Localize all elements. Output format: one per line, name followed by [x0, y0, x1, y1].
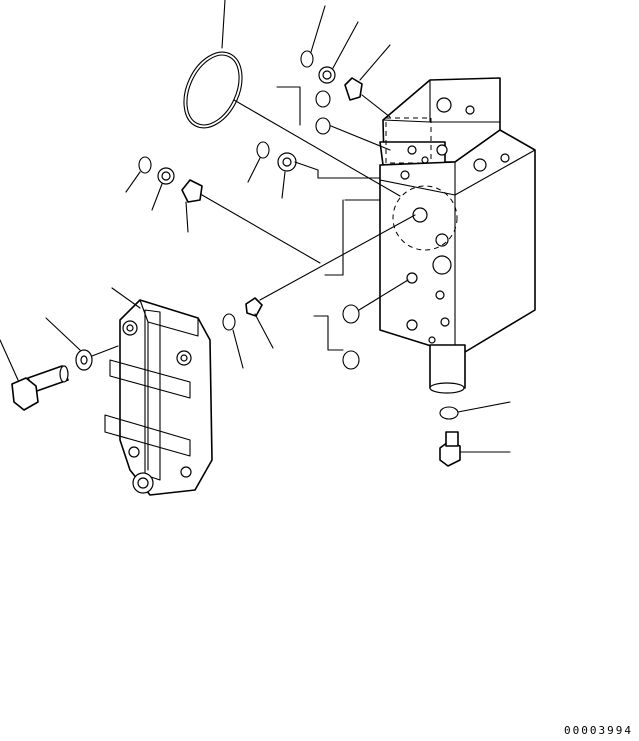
- plug-group: [222, 214, 416, 369]
- bolt-and-washer: [0, 317, 119, 411]
- valve-body: [379, 77, 536, 394]
- large-o-ring: [183, 0, 401, 197]
- upper-seal-group: [276, 5, 391, 151]
- drawing-number: 00003994: [564, 724, 633, 737]
- bottom-fitting-group: [439, 401, 511, 467]
- left-seal-group: [125, 156, 381, 276]
- middle-seal-group: [247, 141, 381, 199]
- cover-plate: [104, 287, 213, 496]
- right-seal-group: [313, 279, 409, 370]
